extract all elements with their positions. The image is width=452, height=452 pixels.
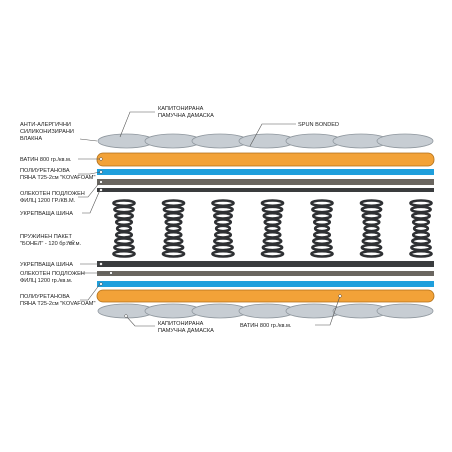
top-rail-layer xyxy=(97,188,434,192)
label-wadding-top: ВАТИН 800 гр./кв.м. xyxy=(20,157,72,163)
spring-coil xyxy=(409,199,433,258)
top-wadding-layer xyxy=(96,152,435,167)
spring-coil xyxy=(310,199,334,258)
spring-unit xyxy=(112,199,433,258)
spring-coil xyxy=(161,199,186,258)
label-spun-bonded: SPUN BONDED xyxy=(298,122,339,128)
top-felt-layer xyxy=(97,179,434,185)
label-foam-bottom: ПОЛИУРЕТАНОВА ПЯНА T25-2см "KOVAFOAM" xyxy=(20,294,95,307)
spring-coil xyxy=(359,199,384,258)
label-damask-top: КАПИТОНИРАНА ПАМУЧНА ДАМАСКА xyxy=(158,106,214,119)
top-quilted-damask-layer xyxy=(97,133,434,149)
spring-coil xyxy=(112,199,136,258)
spring-coil xyxy=(260,199,285,258)
bottom-felt-layer xyxy=(97,271,434,276)
leader-lines xyxy=(66,111,342,327)
label-foam-top: ПОЛИУРЕТАНОВА ПЯНА T25-2см "KOVAFOAM" xyxy=(20,168,95,181)
bottom-foam-layer xyxy=(97,281,434,287)
bottom-wadding-layer xyxy=(96,289,435,303)
label-spring-unit: ПРУЖИНЕН ПАКЕТ "БОНЕЛ" - 120 бр./кв.м. xyxy=(20,234,81,247)
top-foam-layer xyxy=(97,169,434,175)
labels: АНТИ-АЛЕРГИЧНИ СИЛИКОНИЗИРАНИ ВЛАКНА КАП… xyxy=(20,106,339,334)
label-felt-bottom: ОЛЕКОТЕН ПОДЛОЖЕН ФИЛЦ 1200 гр./кв.м. xyxy=(20,271,86,284)
bottom-quilted-damask-layer xyxy=(97,303,434,319)
bottom-rail-layer xyxy=(97,261,434,267)
label-felt-top: ОЛЕКОТЕН ПОДЛОЖЕН ФИЛЦ 1200 ГР./КВ.М. xyxy=(20,191,86,204)
label-damask-bottom: КАПИТОНИРАНА ПАМУЧНА ДАМАСКА xyxy=(158,321,214,334)
label-anti-allergic: АНТИ-АЛЕРГИЧНИ СИЛИКОНИЗИРАНИ ВЛАКНА xyxy=(20,122,75,142)
label-wadding-bottom: ВАТИН 800 гр./кв.м. xyxy=(240,323,292,329)
label-rail-top: УКРЕПВАЩА ШИНА xyxy=(20,211,73,217)
label-rail-bottom: УКРЕПВАЩА ШИНА xyxy=(20,262,73,268)
spring-coil xyxy=(211,199,235,258)
